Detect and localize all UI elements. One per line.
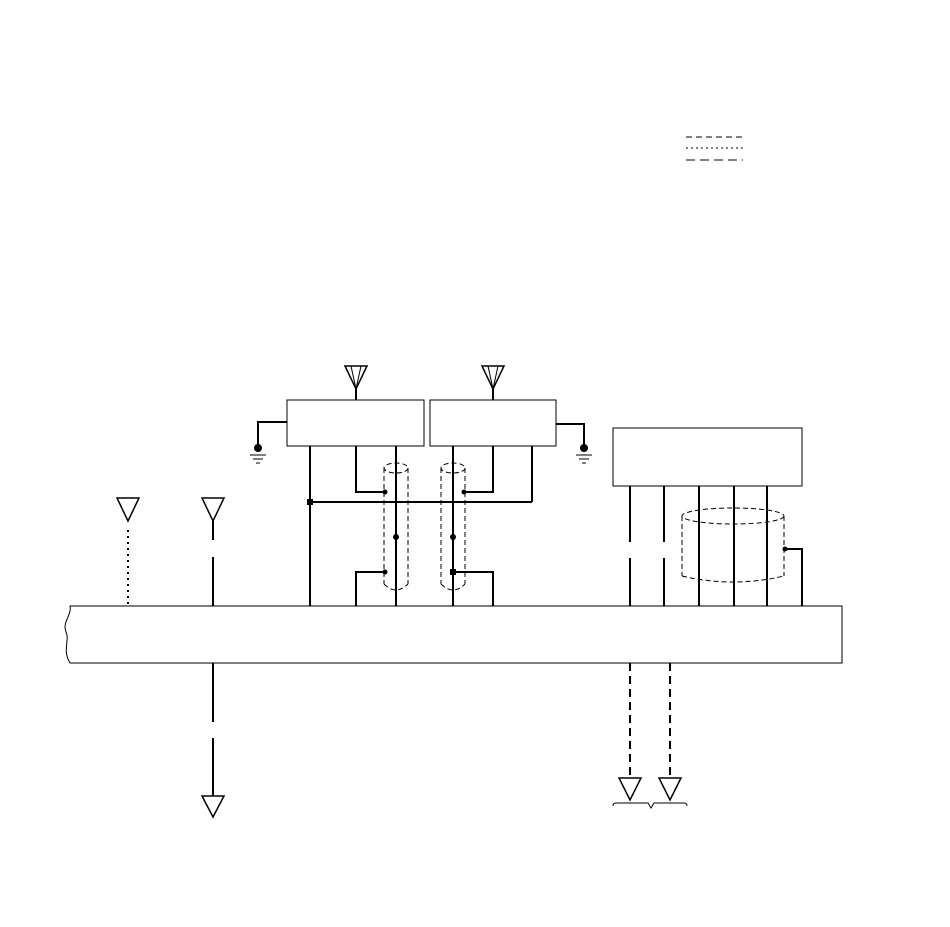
left-module-wires (307, 446, 532, 606)
shield-center (440, 462, 467, 591)
right-module (612, 427, 803, 487)
left-module (286, 399, 425, 447)
ground-icon (556, 423, 592, 464)
connector-triangle-icon (480, 365, 506, 400)
shield-right (681, 507, 788, 583)
ground-icon (250, 421, 287, 464)
bottom-left-connector (200, 663, 226, 819)
harness-bar (64, 605, 843, 664)
connector-triangle-icon (115, 497, 141, 606)
connector-triangle-icon (343, 365, 369, 400)
legend (686, 136, 745, 161)
center-module (429, 399, 557, 447)
bottom-right-connectors (612, 663, 688, 809)
center-module-wires (452, 446, 533, 606)
shield-left (382, 462, 409, 591)
right-module-wires (629, 486, 803, 606)
connector-triangle-icon (200, 497, 226, 606)
